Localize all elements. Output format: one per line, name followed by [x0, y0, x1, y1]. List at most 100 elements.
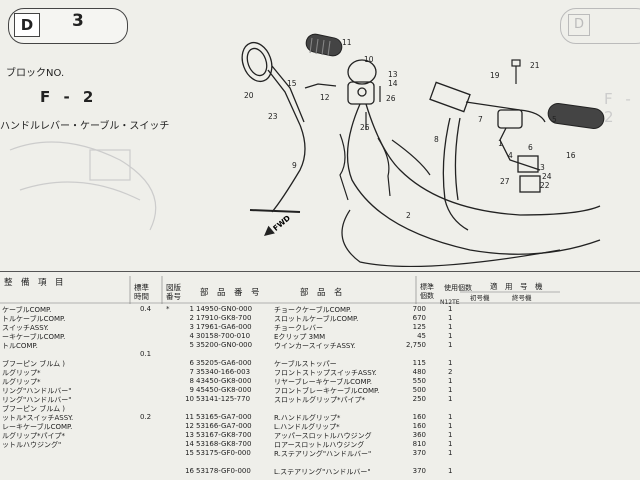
- col-header-models-to: 終号機: [512, 294, 532, 302]
- cell-part-number: 53168-GK8-700: [196, 440, 252, 448]
- cell-part-name: L.ステアリング"ハンドルバー": [274, 468, 371, 476]
- cell-use-qty: 2: [448, 368, 453, 376]
- cell-use-qty: 1: [448, 323, 453, 331]
- callout-27: 27: [500, 177, 510, 186]
- bleed-through-block-value: F - 2: [604, 90, 635, 126]
- col-header-part-name: 部 品 名: [300, 288, 343, 298]
- col-header-service-item: 整 備 項 目: [4, 278, 64, 288]
- callout-22: 22: [540, 181, 550, 190]
- cell-part-name: Eクリップ 3MM: [274, 333, 326, 341]
- bleed-through-drawing: [9, 141, 157, 231]
- cell-standard-qty: 670: [412, 314, 426, 322]
- cell-use-qty: 1: [448, 467, 453, 475]
- cell-use-qty: 1: [448, 359, 453, 367]
- cell-ref-number: 7: [189, 368, 194, 376]
- cell-use-qty: 1: [448, 413, 453, 421]
- cell-use-qty: 1: [448, 449, 453, 457]
- service-item-text: ルグリップ*: [2, 369, 41, 377]
- cell-ref-number: 6: [189, 359, 194, 367]
- left-switch-assembly: [429, 81, 546, 231]
- cell-part-number: 35205-GA6-000: [196, 359, 252, 367]
- right-grip-part: [305, 33, 343, 57]
- callout-24: 24: [542, 172, 552, 181]
- revision-marker: *: [166, 305, 170, 313]
- callout-9: 9: [292, 161, 297, 170]
- service-item-text: レーキケーブルCOMP.: [2, 423, 73, 431]
- service-item-text: ットルハウジング": [2, 441, 62, 449]
- cell-part-name: ロアースロットルハウジング: [274, 441, 365, 449]
- cell-standard-qty: 125: [412, 323, 426, 331]
- cell-part-name: チョークレバー: [274, 324, 323, 332]
- cell-part-name: チョークケーブルCOMP.: [274, 306, 352, 314]
- cell-part-number: 53175-GF0-000: [196, 449, 251, 457]
- cell-use-qty: 1: [448, 395, 453, 403]
- cell-use-qty: 1: [448, 314, 453, 322]
- service-item-time: 0.2: [140, 413, 152, 421]
- cell-part-name: R.ステアリング"ハンドルバー": [274, 450, 372, 458]
- cell-standard-qty: 45: [417, 332, 426, 340]
- callout-26-lower: 26: [360, 123, 370, 132]
- cell-ref-number: 5: [189, 341, 194, 349]
- section-tag-letter: D: [14, 13, 40, 37]
- bleed-through-tag: [560, 8, 640, 44]
- callout-6: 6: [528, 143, 533, 152]
- cell-use-qty: 1: [448, 341, 453, 349]
- cell-use-qty: 1: [448, 377, 453, 385]
- cell-standard-qty: 370: [412, 467, 426, 475]
- cell-part-name: スロットルケーブルCOMP.: [274, 315, 359, 323]
- col-header-standard-time: 標準 時間: [134, 283, 149, 301]
- callout-7: 7: [478, 115, 483, 124]
- cell-standard-qty: 810: [412, 440, 426, 448]
- service-item-text: ケーブルCOMP.: [2, 306, 52, 314]
- front-brake-cable: [271, 124, 306, 213]
- cell-standard-qty: 700: [412, 305, 426, 313]
- callout-20: 20: [244, 91, 254, 100]
- exploded-parts-diagram: FWD 11 10 13 14 15 12 26 20 23 26 9 21 1…: [9, 33, 605, 268]
- cell-ref-number: 1: [189, 305, 194, 313]
- service-item-text: トルCOMP.: [2, 342, 38, 350]
- cell-standard-qty: 360: [412, 431, 426, 439]
- table-header-rules: [0, 276, 640, 304]
- cell-part-number: 53166-GA7-000: [196, 422, 252, 430]
- cell-ref-number: 4: [189, 332, 194, 340]
- cell-part-name: R.ハンドルグリップ*: [274, 414, 341, 422]
- callout-19: 19: [490, 71, 500, 80]
- callout-3: 3: [540, 163, 545, 172]
- col-header-applicable-models: 適 用 号 機: [490, 282, 543, 291]
- callout-5: 5: [552, 115, 557, 124]
- col-header-ref-no: 図版 番号: [166, 283, 181, 301]
- cell-part-number: 43450-GK8-000: [196, 377, 252, 385]
- block-number-value: F - 2: [40, 88, 98, 106]
- cell-use-qty: 1: [448, 332, 453, 340]
- cell-part-number: 17961-GA6-000: [196, 323, 252, 331]
- left-grip-part: [547, 102, 605, 130]
- cell-standard-qty: 115: [412, 359, 426, 367]
- service-item-text: ブフーピン ブルム ): [2, 360, 66, 368]
- callout-12: 12: [320, 93, 330, 102]
- cell-part-name: ウインカースイッチASSY.: [274, 342, 356, 350]
- callout-1: 1: [498, 139, 503, 148]
- cell-standard-qty: 160: [412, 413, 426, 421]
- cell-part-number: 30158-700-010: [196, 332, 251, 340]
- col-header-note: N12TE: [440, 299, 460, 306]
- cell-part-name: アッパースロットルハウジング: [274, 432, 372, 440]
- cell-part-name: フロントブレーキケーブルCOMP.: [274, 387, 380, 395]
- callout-4: 4: [508, 151, 513, 160]
- service-item-text: ットル*スイッチASSY.: [2, 414, 74, 422]
- service-item-text: ルグリップ*: [2, 378, 41, 386]
- cell-use-qty: 1: [448, 431, 453, 439]
- cell-part-number: 17910-GK8-700: [196, 314, 252, 322]
- cell-use-qty: 1: [448, 305, 453, 313]
- service-item-text: スイッチASSY.: [2, 324, 49, 332]
- cell-standard-qty: 370: [412, 449, 426, 457]
- cell-part-number: 14950-GN0-000: [196, 305, 253, 313]
- service-item-text: トルケーブルCOMP.: [2, 315, 66, 323]
- callout-26-upper: 26: [386, 94, 396, 103]
- cell-ref-number: 12: [185, 422, 194, 430]
- fwd-arrow: FWD: [264, 213, 292, 236]
- callout-21: 21: [530, 61, 540, 70]
- cell-part-name: L.ハンドルグリップ*: [274, 423, 340, 431]
- cell-ref-number: 9: [189, 386, 194, 394]
- throttle-housing-part: [304, 59, 377, 105]
- cell-part-name: スロットルグリップ*パイプ*: [274, 396, 365, 404]
